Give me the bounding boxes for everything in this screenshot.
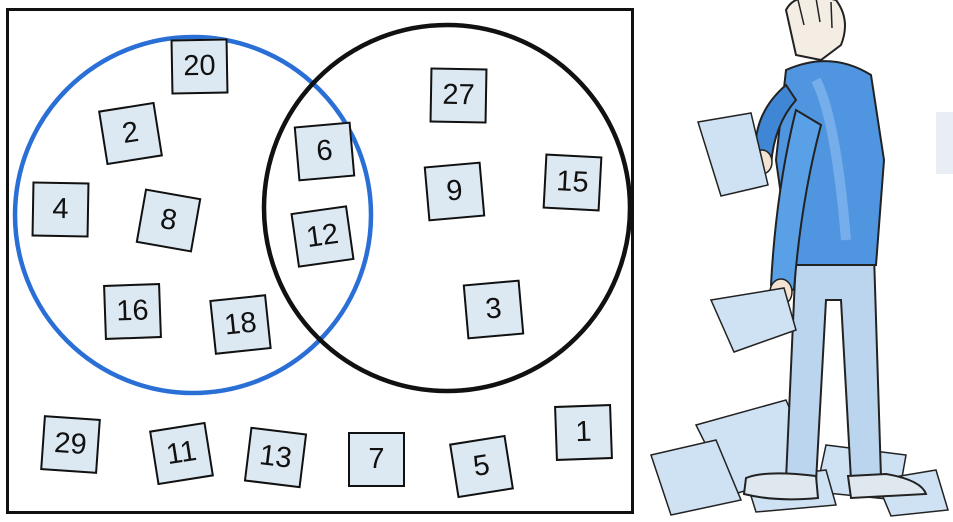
number-card-set-b: 3 bbox=[463, 280, 525, 340]
number-card-set-a: 18 bbox=[209, 294, 271, 355]
background-patch bbox=[936, 112, 953, 174]
number-card-set-a: 2 bbox=[98, 102, 163, 165]
number-card-set-b: 9 bbox=[424, 162, 486, 222]
number-card-set-a: 16 bbox=[103, 283, 162, 340]
boy-illustration bbox=[636, 0, 953, 522]
number-card-outside: 1 bbox=[554, 404, 613, 461]
number-card-outside: 5 bbox=[449, 435, 514, 498]
number-card-outside: 13 bbox=[244, 427, 307, 489]
number-card-intersection: 6 bbox=[294, 122, 356, 182]
number-card-set-a: 8 bbox=[136, 188, 202, 252]
number-card-outside: 29 bbox=[40, 415, 101, 474]
number-card-set-a: 4 bbox=[32, 182, 90, 238]
number-card-outside: 11 bbox=[149, 422, 214, 485]
number-card-set-a: 20 bbox=[171, 39, 229, 95]
number-card-outside: 7 bbox=[348, 432, 405, 487]
number-card-intersection: 12 bbox=[290, 205, 354, 267]
number-card-set-b: 27 bbox=[430, 68, 488, 124]
number-card-set-b: 15 bbox=[543, 154, 603, 212]
